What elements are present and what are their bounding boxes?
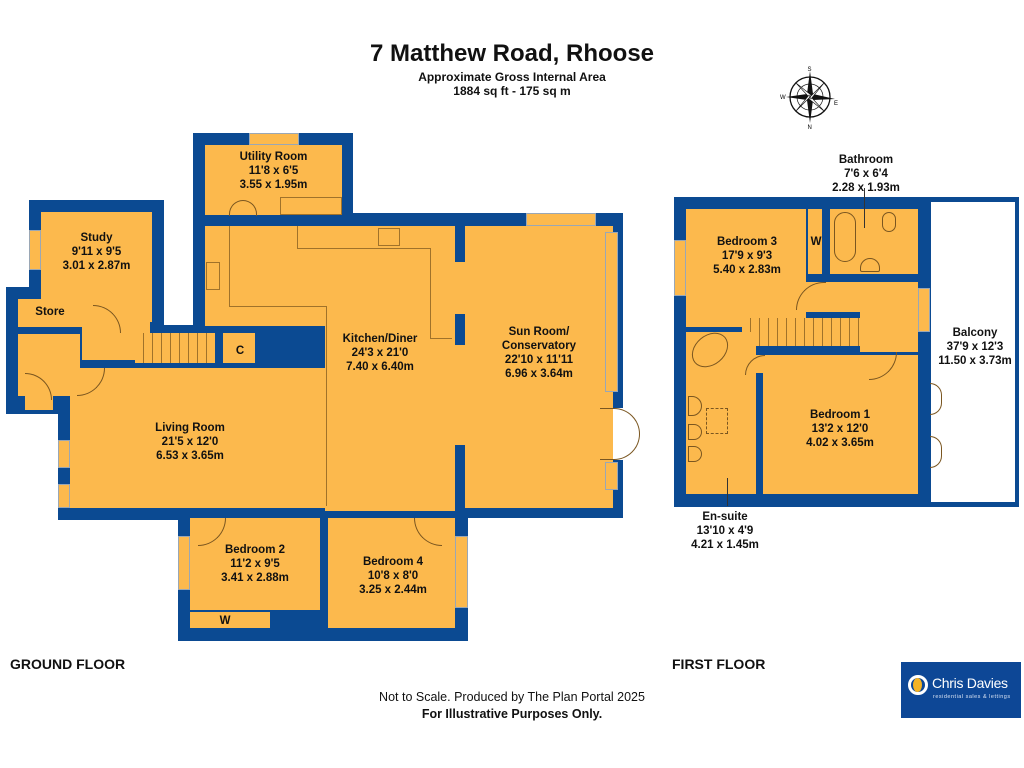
room-label-study: Study 9'11 x 9'5 3.01 x 2.87m bbox=[62, 232, 131, 272]
room-label-store: Store bbox=[35, 306, 65, 318]
landing-right bbox=[860, 282, 918, 352]
window bbox=[58, 440, 70, 468]
disclaimer-illustrative: For Illustrative Purposes Only. bbox=[421, 707, 603, 721]
room-label-bathroom: Bathroom 7'6 x 6'4 2.28 x 1.93m bbox=[832, 154, 900, 194]
window bbox=[918, 288, 930, 332]
room-label-cupboard: C bbox=[235, 345, 245, 357]
window bbox=[605, 232, 618, 392]
basin-icon bbox=[860, 258, 880, 272]
area-value: 1884 sq ft - 175 sq m bbox=[453, 84, 571, 98]
window bbox=[455, 536, 468, 608]
staircase bbox=[135, 333, 215, 363]
svg-text:W: W bbox=[780, 95, 786, 101]
wardrobe-bedroom-3 bbox=[808, 209, 822, 274]
first-floor-label: FIRST FLOOR bbox=[672, 656, 766, 672]
disclaimer-scale: Not to Scale. Produced by The Plan Porta… bbox=[379, 690, 645, 704]
toilet-icon bbox=[688, 424, 702, 440]
bedroom-1 bbox=[763, 355, 918, 494]
svg-text:S: S bbox=[808, 67, 812, 73]
room-label-bedroom-1: Bedroom 1 13'2 x 12'0 4.02 x 3.65m bbox=[806, 409, 874, 449]
basin-icon bbox=[688, 396, 702, 416]
staircase bbox=[742, 318, 860, 346]
room-label-living-room: Living Room 21'5 x 12'0 6.53 x 3.65m bbox=[155, 422, 225, 462]
hob-icon bbox=[378, 228, 400, 246]
bath-icon bbox=[834, 212, 856, 262]
room-label-bedroom-3: Bedroom 3 17'9 x 9'3 5.40 x 2.83m bbox=[713, 236, 781, 276]
sink-icon bbox=[206, 262, 220, 290]
wardrobe-label: W bbox=[219, 615, 231, 627]
room-label-balcony: Balcony 37'9 x 12'3 11.50 x 3.73m bbox=[938, 327, 1012, 367]
window bbox=[178, 536, 190, 590]
chris-davies-logo: Chris Davies residential sales & letting… bbox=[901, 662, 1021, 718]
wardrobe-bedroom-2 bbox=[190, 612, 270, 628]
cupboard bbox=[223, 333, 255, 363]
room-label-utility: Utility Room 11'8 x 6'5 3.55 x 1.95m bbox=[239, 151, 308, 191]
wardrobe-label: W bbox=[810, 236, 822, 248]
window bbox=[29, 230, 41, 270]
room-label-bedroom-4: Bedroom 4 10'8 x 8'0 3.25 x 2.44m bbox=[359, 556, 427, 596]
room-label-en-suite: En-suite 13'10 x 4'9 4.21 x 1.45m bbox=[691, 511, 759, 551]
area-subtitle: Approximate Gross Internal Area bbox=[418, 70, 606, 84]
ground-floor-label: GROUND FLOOR bbox=[10, 656, 126, 672]
room-label-bedroom-2: Bedroom 2 11'2 x 9'5 3.41 x 2.88m bbox=[221, 544, 289, 584]
logo-ring-icon bbox=[908, 675, 928, 695]
logo-tagline: residential sales & lettings bbox=[933, 694, 1011, 700]
store bbox=[18, 299, 82, 327]
logo-name: Chris Davies bbox=[932, 675, 1008, 691]
bidet-icon bbox=[688, 446, 702, 462]
logo-accent-icon bbox=[913, 678, 922, 692]
window bbox=[674, 240, 686, 296]
page-title: 7 Matthew Road, Rhoose bbox=[369, 40, 655, 67]
window bbox=[605, 462, 618, 490]
kitchen-diner-lower bbox=[325, 226, 455, 511]
window bbox=[526, 213, 596, 226]
shower-icon bbox=[706, 408, 728, 434]
room-label-sun-room: Sun Room/ Conservatory 22'10 x 11'11 6.9… bbox=[501, 326, 577, 380]
kitchen-sun-opening bbox=[450, 262, 470, 314]
kitchen-sun-opening-2 bbox=[450, 345, 470, 445]
window bbox=[58, 484, 70, 508]
svg-text:E: E bbox=[834, 101, 838, 107]
room-label-kitchen-diner: Kitchen/Diner 24'3 x 21'0 7.40 x 6.40m bbox=[342, 333, 418, 373]
compass-rose-icon: S N W E bbox=[780, 65, 840, 131]
living-room bbox=[70, 368, 325, 508]
window bbox=[249, 133, 299, 145]
toilet-icon bbox=[882, 212, 896, 232]
svg-text:N: N bbox=[808, 125, 812, 130]
utility-counter bbox=[280, 197, 342, 215]
sun-room bbox=[465, 226, 613, 508]
